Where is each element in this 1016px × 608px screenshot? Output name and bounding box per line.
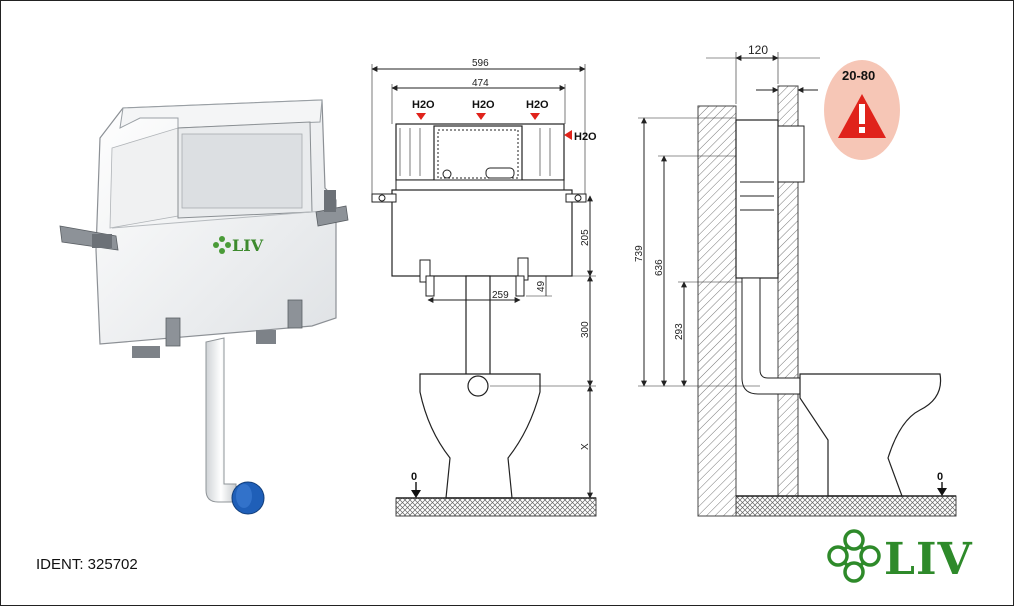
inlet-label-2: H2O — [472, 99, 495, 111]
dim-293: 293 — [674, 323, 685, 340]
floor-marker-front — [411, 482, 421, 498]
dim-x: X — [580, 443, 591, 450]
inlet-arrows — [416, 113, 572, 140]
dim-49: 49 — [536, 280, 547, 292]
ident-label: IDENT: 325702 — [36, 556, 138, 573]
brand-logo-text: LIV — [884, 534, 973, 585]
side-view-drawing — [638, 52, 957, 517]
cistern-illustration: LIV — [59, 99, 349, 515]
front-view-drawing — [371, 64, 597, 517]
dim-259: 259 — [492, 290, 509, 301]
dim-300: 300 — [580, 321, 591, 338]
warning-badge — [824, 60, 900, 160]
brand-logo-icon — [827, 529, 881, 583]
floor-marker-side — [937, 482, 947, 496]
product-logo-icon — [213, 236, 231, 254]
floor-label-side: 0 — [937, 471, 943, 483]
inlet-label-3: H2O — [526, 99, 549, 111]
floor-label-front: 0 — [411, 471, 417, 483]
dim-474: 474 — [472, 78, 489, 89]
inlet-label-4: H2O — [574, 131, 597, 143]
wall-thickness-label: 20-80 — [842, 68, 875, 83]
dim-120: 120 — [748, 43, 768, 57]
product-logo-text: LIV — [232, 236, 264, 255]
dim-596: 596 — [472, 58, 489, 69]
inlet-label-1: H2O — [412, 99, 435, 111]
dim-636: 636 — [654, 259, 665, 276]
dim-205: 205 — [580, 229, 591, 246]
dim-739: 739 — [634, 245, 645, 262]
